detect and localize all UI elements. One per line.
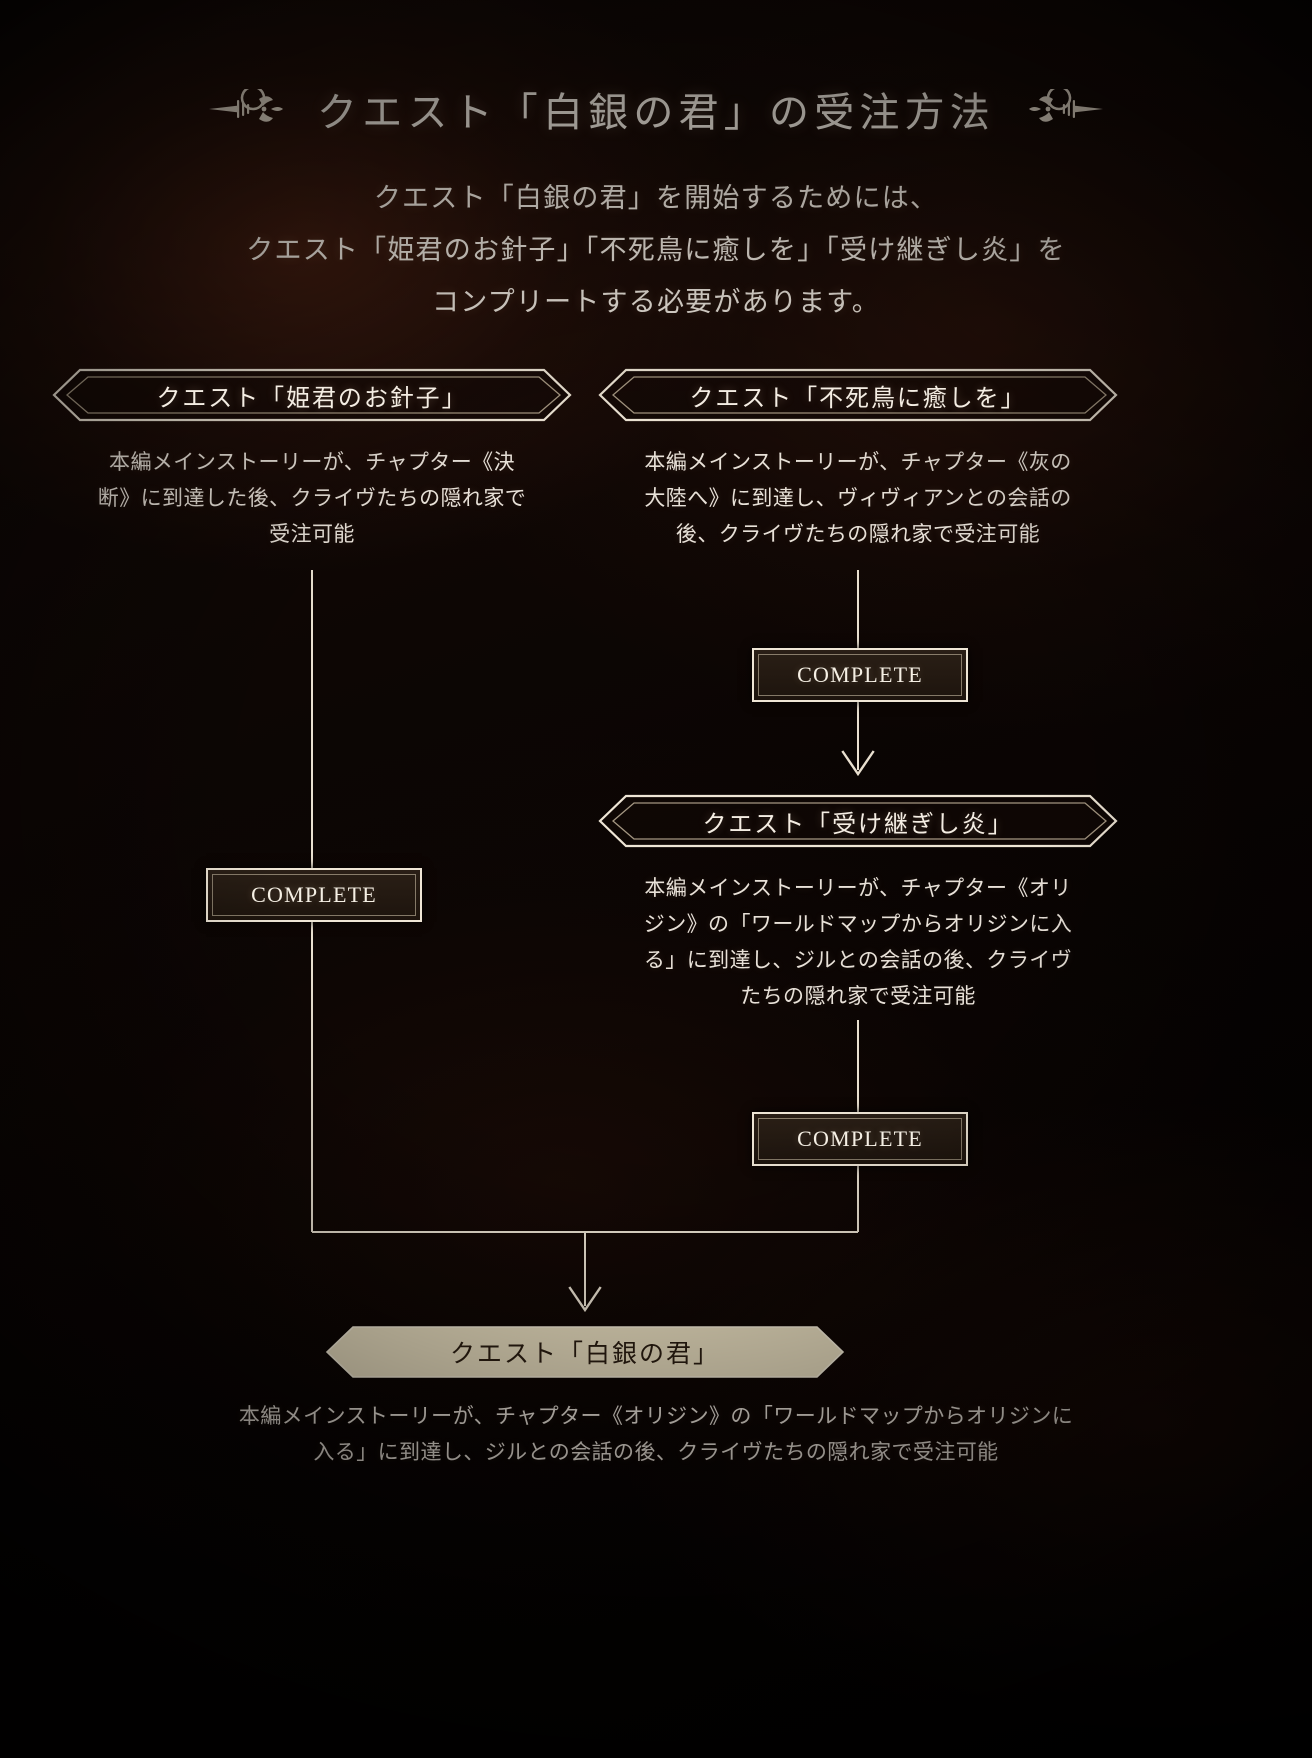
quest2-desc-line-1: 本編メインストーリーが、チャプター《灰の <box>644 450 1072 474</box>
quest-banner-uketsugishi-honoo[interactable]: クエスト「受け継ぎし炎」 <box>598 794 1118 848</box>
intro-line-1: クエスト「白銀の君」を開始するためには、 <box>373 183 939 213</box>
arrowhead-to-final-quest <box>568 1286 602 1313</box>
quest2-desc-line-2: 大陸へ》に到達し、ヴィヴィアンとの会話の <box>644 486 1072 510</box>
quest1-desc-line-2: 断》に到達した後、クライヴたちの隠れ家で <box>97 486 527 510</box>
quest3-desc-line-4: たちの隠れ家で受注可能 <box>740 984 976 1008</box>
intro-line-2: クエスト「姫君のお針子」「不死鳥に癒しを」「受け継ぎし炎」を <box>246 235 1066 265</box>
complete-badge-quest3[interactable]: COMPLETE <box>752 1112 968 1166</box>
arrowhead-to-quest3 <box>841 750 875 777</box>
quest3-desc-line-2: ジン》の「ワールドマップからオリジンに入 <box>643 912 1073 936</box>
final-quest-description: 本編メインストーリーが、チャプター《オリジン》の「ワールドマップからオリジンに … <box>66 1398 1246 1470</box>
quest-banner-fushicho-ni-iyashi-wo[interactable]: クエスト「不死鳥に癒しを」 <box>598 368 1118 422</box>
quest-banner-label: クエスト「姫君のお針子」 <box>156 385 468 412</box>
quest3-description: 本編メインストーリーが、チャプター《オリ ジン》の「ワールドマップからオリジンに… <box>598 870 1118 1014</box>
flourish-ornament-left-icon <box>209 89 283 122</box>
final-desc-line-1: 本編メインストーリーが、チャプター《オリジン》の「ワールドマップからオリジンに <box>238 1404 1074 1428</box>
quest1-desc-line-3: 受注可能 <box>269 522 355 546</box>
quest-banner-label: クエスト「不死鳥に癒しを」 <box>689 385 1027 412</box>
page-title: クエスト「白銀の君」の受注方法 <box>317 90 995 135</box>
final-desc-line-2: 入る」に到達し、ジルとの会話の後、クライヴたちの隠れ家で受注可能 <box>313 1440 999 1464</box>
quest-banner-hakugin-no-kimi[interactable]: クエスト「白銀の君」 <box>325 1325 845 1379</box>
complete-label: COMPLETE <box>251 882 377 907</box>
quest2-desc-line-3: 後、クライヴたちの隠れ家で受注可能 <box>675 522 1041 546</box>
quest-banner-label: クエスト「白銀の君」 <box>449 1341 720 1368</box>
quest3-desc-line-3: る」に到達し、ジルとの会話の後、クライヴ <box>643 948 1073 972</box>
intro-paragraph: クエスト「白銀の君」を開始するためには、 クエスト「姫君のお針子」「不死鳥に癒し… <box>0 172 1312 328</box>
complete-badge-quest1[interactable]: COMPLETE <box>206 868 422 922</box>
complete-badge-quest2[interactable]: COMPLETE <box>752 648 968 702</box>
quest1-description: 本編メインストーリーが、チャプター《決 断》に到達した後、クライヴたちの隠れ家で… <box>52 444 572 552</box>
quest2-description: 本編メインストーリーが、チャプター《灰の 大陸へ》に到達し、ヴィヴィアンとの会話… <box>598 444 1118 552</box>
quest1-desc-line-1: 本編メインストーリーが、チャプター《決 <box>109 450 515 474</box>
quest-banner-hime-no-oharishi[interactable]: クエスト「姫君のお針子」 <box>52 368 572 422</box>
complete-label: COMPLETE <box>797 1126 923 1151</box>
intro-line-3: コンプリートする必要があります。 <box>432 287 880 317</box>
page-header: クエスト「白銀の君」の受注方法 <box>0 80 1312 138</box>
quest3-desc-line-1: 本編メインストーリーが、チャプター《オリ <box>644 876 1072 900</box>
flourish-ornament-right-icon <box>1029 89 1103 122</box>
complete-label: COMPLETE <box>797 662 923 687</box>
quest-banner-label: クエスト「受け継ぎし炎」 <box>702 811 1014 838</box>
